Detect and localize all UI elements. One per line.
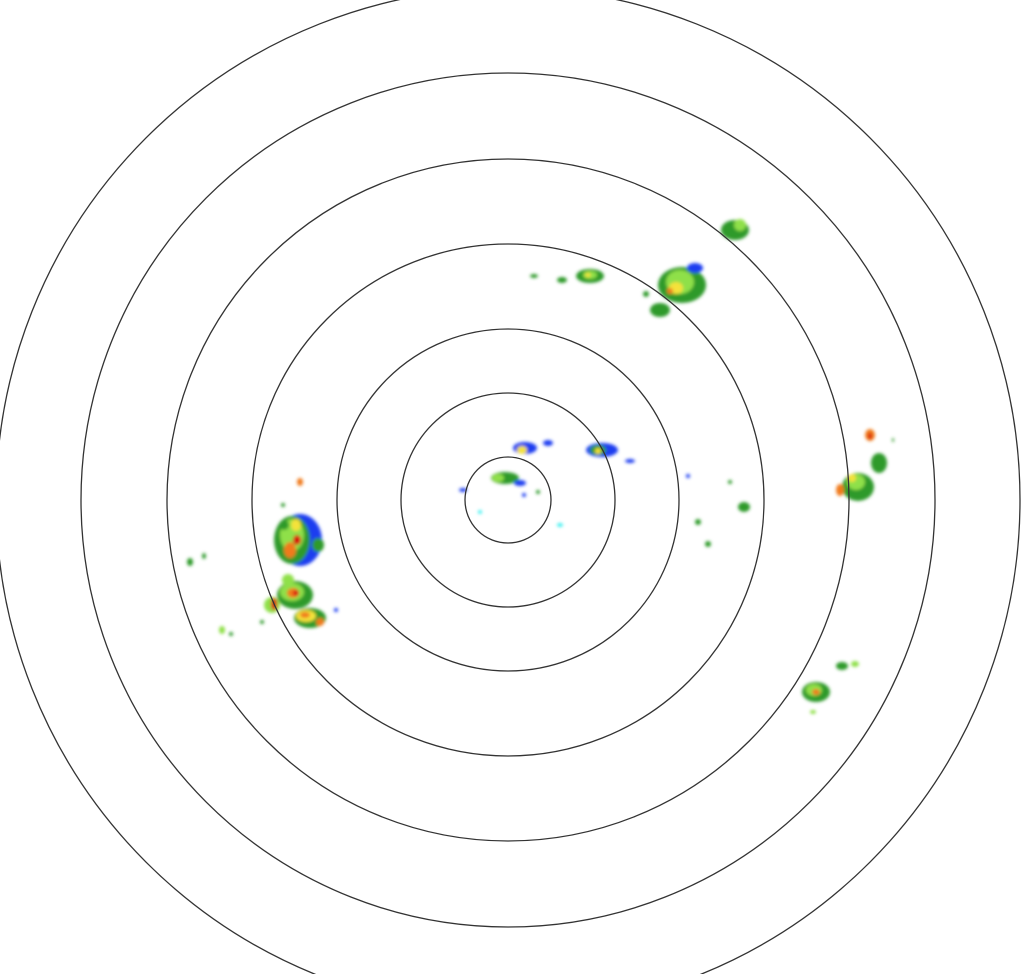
echo-cell-heavy — [517, 446, 527, 454]
echo-cell-moderate — [871, 453, 887, 473]
echo-cell-moderate — [836, 662, 848, 670]
echo-cell-moderate — [530, 274, 538, 278]
echo-cell-moderate — [260, 620, 264, 624]
echo-cell-heavy — [585, 273, 591, 277]
echo-cell-light — [334, 608, 338, 612]
range-ring-5 — [166, 158, 850, 842]
echo-cell-light-green — [810, 710, 816, 714]
echo-cell-extreme — [868, 433, 872, 439]
echo-cell-moderate — [557, 277, 567, 283]
echo-cell-light — [514, 480, 526, 486]
echo-cell-moderate — [229, 632, 233, 636]
echo-cell-clutter — [557, 523, 563, 527]
precipitation-echoes — [187, 219, 894, 714]
echo-cell-intense — [300, 612, 310, 618]
echo-cell-intense — [812, 689, 820, 695]
range-ring-6 — [80, 72, 936, 928]
echo-cell-light-green — [851, 661, 859, 667]
echo-cell-moderate — [695, 519, 701, 525]
echo-cell-moderate — [536, 490, 540, 494]
echo-cell-moderate — [728, 480, 732, 484]
echo-cell-light — [687, 263, 703, 273]
echo-cell-light — [522, 493, 526, 497]
echo-cell-moderate — [281, 503, 285, 507]
range-ring-4 — [251, 243, 765, 757]
echo-cell-light-green — [282, 574, 294, 586]
echo-cell-intense — [297, 478, 303, 486]
echo-cell-extreme — [293, 590, 299, 596]
echo-cell-intense — [316, 618, 324, 626]
echo-cell-light — [625, 459, 635, 463]
echo-cell-clutter — [478, 510, 482, 514]
echo-cell-moderate — [892, 438, 894, 442]
echo-cell-moderate — [187, 558, 193, 566]
echo-cell-light — [686, 474, 690, 478]
echo-cell-moderate — [650, 303, 670, 317]
echo-cell-light-green — [734, 219, 746, 231]
echo-cell-intense — [836, 484, 844, 496]
echo-cell-moderate — [312, 538, 324, 552]
echo-cell-extreme — [293, 535, 301, 545]
echo-cell-intense — [667, 288, 673, 294]
echo-cell-heavy — [848, 474, 856, 482]
range-ring-3 — [336, 328, 680, 672]
echo-cell-moderate — [738, 502, 750, 512]
echo-cell-light — [543, 440, 553, 446]
echo-cell-light-green — [492, 474, 504, 482]
echo-cell-light-green — [219, 626, 225, 634]
echo-cell-heavy — [595, 448, 601, 454]
range-ring-2 — [400, 392, 616, 608]
echo-cell-moderate — [202, 553, 206, 559]
echo-cell-moderate — [279, 520, 289, 530]
echo-cell-heavy — [291, 519, 301, 531]
echo-cell-light — [459, 488, 467, 492]
echo-cell-moderate — [705, 541, 711, 547]
echo-cell-intense — [284, 542, 296, 558]
echo-cell-moderate — [643, 291, 649, 297]
range-ring-1 — [464, 456, 552, 544]
